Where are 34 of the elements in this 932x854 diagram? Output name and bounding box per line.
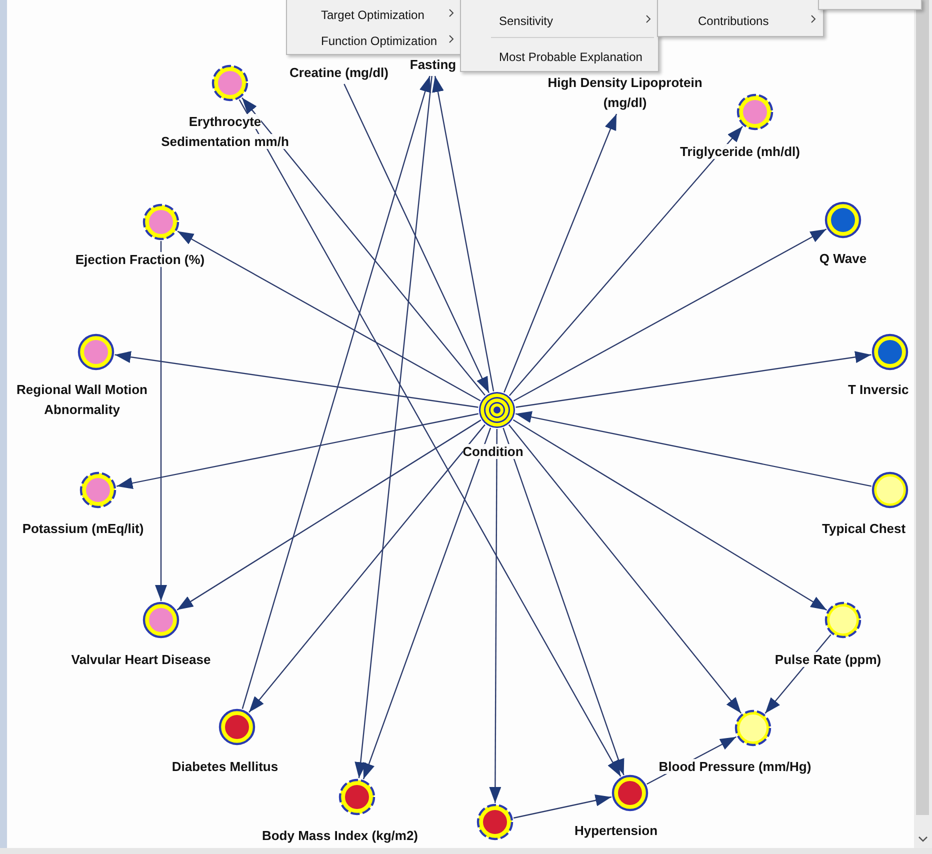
menu-item: Function Optimization: [321, 33, 438, 49]
arrow: [177, 230, 481, 402]
arrow: [116, 413, 478, 489]
arrow: [242, 76, 431, 709]
arrow: [508, 126, 744, 396]
menu-item: Most Probable Explanation: [499, 49, 642, 65]
node-label: Blood Pressure (mm/Hg): [658, 758, 812, 776]
arrow: [513, 794, 612, 819]
node-label: Ejection Fraction (%): [74, 251, 206, 269]
arrow: [513, 228, 827, 402]
arrow: [248, 424, 486, 713]
arrow: [362, 428, 492, 780]
node-label: Pulse Rate (ppm): [774, 651, 882, 669]
arrow: [502, 428, 624, 776]
arrow: [354, 76, 432, 778]
arrow: [176, 420, 482, 610]
arrow: [516, 411, 872, 487]
arrow: [512, 419, 828, 611]
arrow: [489, 429, 502, 803]
menu-item: Target Optimization: [321, 7, 424, 23]
menu-item: Sensitivity: [499, 13, 554, 29]
node-label: Triglyceride (mh/dl): [679, 143, 801, 161]
arrow: [432, 76, 494, 392]
arrow: [155, 241, 167, 601]
node-label: Erythrocyte Sedimentation mm/h: [160, 113, 290, 151]
menu-item: Contributions: [698, 13, 769, 29]
node-label: Condition: [462, 443, 524, 461]
arrow: [344, 84, 490, 394]
arrow: [516, 351, 872, 408]
arrow: [504, 114, 618, 393]
arrow: [238, 99, 622, 777]
arrow: [114, 351, 478, 408]
arrow: [508, 424, 742, 714]
arrow: [242, 97, 486, 396]
